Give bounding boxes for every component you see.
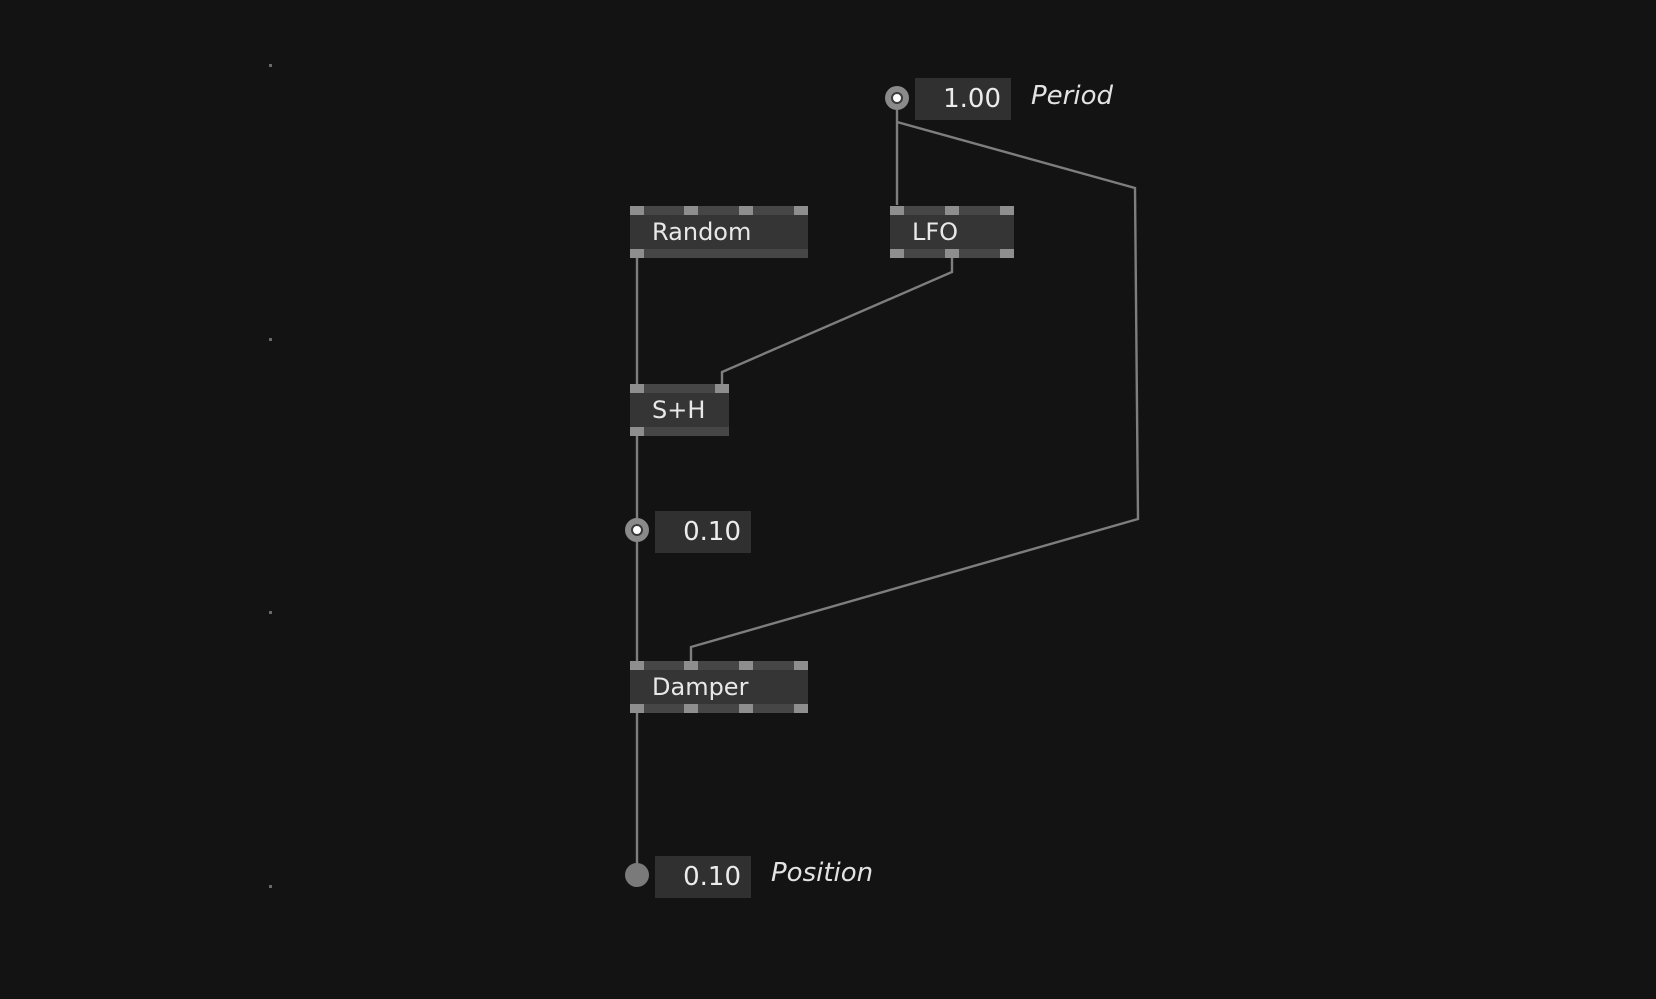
pin-hole-icon [891, 92, 903, 104]
period-iobox[interactable]: 1.00 [915, 78, 1011, 120]
sample-hold-node[interactable]: S+H [630, 384, 729, 436]
lfo-node-label: LFO [912, 218, 959, 246]
grid-dot [269, 885, 272, 888]
damper-node-label: Damper [652, 673, 749, 701]
wire-period-to-damper [689, 120, 1140, 662]
random-node[interactable]: Random [630, 206, 808, 258]
lfo-output-pin[interactable] [945, 249, 959, 258]
damper-output-pin[interactable] [739, 704, 753, 713]
period-label: Period [1031, 81, 1113, 111]
damper-input-pin[interactable] [684, 661, 698, 670]
random-input-pin[interactable] [684, 206, 698, 215]
lfo-input-pin[interactable] [945, 206, 959, 215]
grid-dot [269, 611, 272, 614]
wire-lfo-to-sh [720, 255, 954, 384]
random-node-label: Random [652, 218, 752, 246]
value-input-pin[interactable] [625, 518, 649, 542]
node-top-bar [630, 384, 729, 393]
position-input-pin[interactable] [625, 863, 649, 887]
position-iobox[interactable]: 0.10 [655, 856, 751, 898]
node-bottom-bar [630, 427, 729, 436]
sh-output-pin[interactable] [630, 427, 644, 436]
random-input-pin[interactable] [794, 206, 808, 215]
damper-output-pin[interactable] [794, 704, 808, 713]
random-input-pin[interactable] [739, 206, 753, 215]
damper-input-pin[interactable] [794, 661, 808, 670]
damper-output-pin[interactable] [684, 704, 698, 713]
lfo-input-pin[interactable] [1000, 206, 1014, 215]
sh-input-pin[interactable] [715, 384, 729, 393]
random-input-pin[interactable] [630, 206, 644, 215]
position-label: Position [771, 858, 874, 888]
damper-output-pin[interactable] [630, 704, 644, 713]
random-output-pin[interactable] [630, 249, 644, 258]
node-bottom-bar [630, 249, 808, 258]
sh-input-pin[interactable] [630, 384, 644, 393]
pin-hole-icon [631, 524, 643, 536]
damper-input-pin[interactable] [739, 661, 753, 670]
damper-input-pin[interactable] [630, 661, 644, 670]
lfo-input-pin[interactable] [890, 206, 904, 215]
lfo-output-pin[interactable] [1000, 249, 1014, 258]
sample-hold-node-label: S+H [652, 396, 706, 424]
node-bottom-bar [630, 704, 808, 713]
node-top-bar [630, 206, 808, 215]
lfo-output-pin[interactable] [890, 249, 904, 258]
lfo-node[interactable]: LFO [890, 206, 1014, 258]
damper-node[interactable]: Damper [630, 661, 808, 713]
node-top-bar [630, 661, 808, 670]
value-iobox[interactable]: 0.10 [655, 511, 751, 553]
period-output-pin[interactable] [885, 86, 909, 110]
grid-dot [269, 338, 272, 341]
grid-dot [269, 64, 272, 67]
